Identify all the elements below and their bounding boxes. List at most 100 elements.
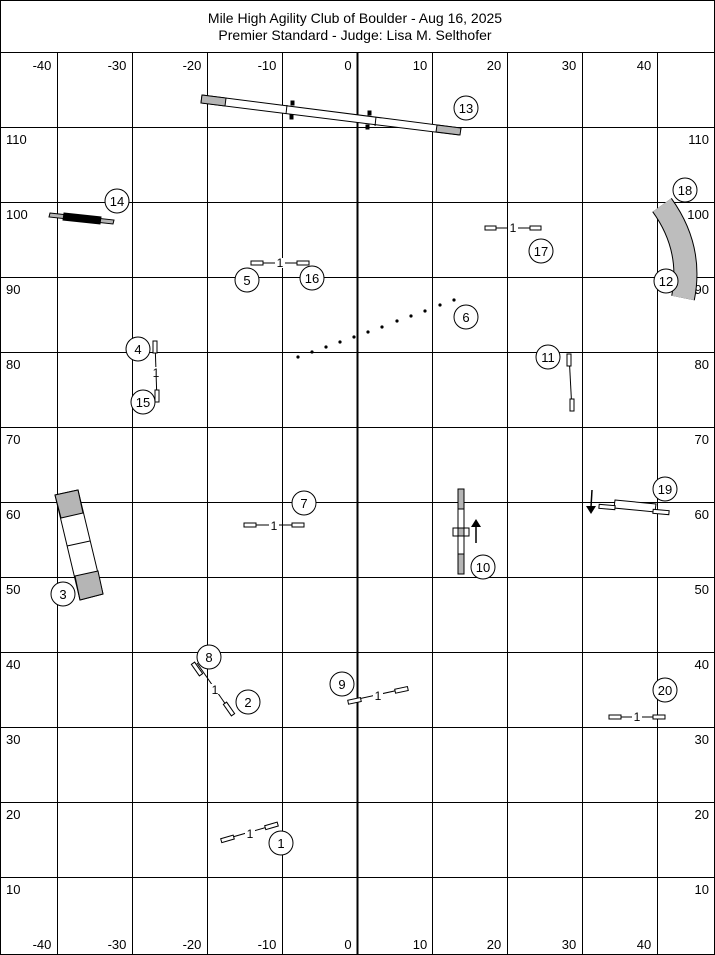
y-axis-left: 110 100 90 80 70 60 50 40 30 20 10	[6, 132, 28, 897]
arrow-up-icon	[471, 519, 481, 543]
svg-text:5: 5	[243, 273, 250, 288]
x-tick-label: -40	[33, 937, 52, 952]
x-tick-label: 30	[562, 58, 576, 73]
number-badge-6: 6	[453, 304, 479, 330]
number-badge-8: 8	[196, 644, 222, 670]
y-tick-label: 20	[695, 807, 709, 822]
y-tick-label: 60	[695, 507, 709, 522]
svg-text:11: 11	[541, 350, 555, 365]
jump-height-label: 1	[375, 689, 382, 703]
number-badge-7: 7	[291, 490, 317, 516]
y-tick-label: 80	[695, 357, 709, 372]
svg-text:7: 7	[300, 496, 307, 511]
svg-text:3: 3	[59, 587, 66, 602]
number-badge-11: 11	[535, 344, 561, 370]
x-tick-label: 40	[637, 937, 651, 952]
y-tick-label: 40	[695, 657, 709, 672]
y-tick-label: 100	[6, 207, 28, 222]
number-badge-12: 12	[653, 268, 679, 294]
x-tick-label: -30	[108, 937, 127, 952]
table[interactable]	[48, 212, 115, 225]
weave-poles[interactable]	[296, 298, 456, 359]
x-tick-label: -10	[258, 58, 277, 73]
y-tick-label: 20	[6, 807, 20, 822]
jump-height-label: 1	[212, 683, 219, 697]
y-tick-label: 70	[695, 432, 709, 447]
svg-text:1: 1	[277, 836, 284, 851]
number-badge-14: 14	[104, 188, 130, 214]
jump-20[interactable]	[608, 712, 666, 722]
y-tick-label: 100	[687, 207, 709, 222]
x-tick-label: 0	[344, 58, 351, 73]
number-badge-3: 3	[50, 581, 76, 607]
x-tick-label: -20	[183, 58, 202, 73]
jump-height-label: 1	[271, 519, 278, 533]
jump-7[interactable]	[243, 520, 305, 530]
svg-text:12: 12	[659, 274, 673, 289]
x-tick-label: 10	[413, 58, 427, 73]
y-tick-label: 40	[6, 657, 20, 672]
jump-1[interactable]	[220, 821, 279, 844]
jump-height-label: 1	[634, 710, 641, 724]
x-tick-label: 40	[637, 58, 651, 73]
y-tick-label: 80	[6, 357, 20, 372]
jump-4-15[interactable]	[151, 340, 161, 403]
jump-9[interactable]	[347, 685, 409, 705]
y-tick-label: 60	[6, 507, 20, 522]
jump-height-label: 1	[153, 366, 160, 380]
x-tick-label: -10	[258, 937, 277, 952]
svg-text:10: 10	[476, 560, 490, 575]
number-badge-9: 9	[329, 671, 355, 697]
number-badge-15: 15	[130, 389, 156, 415]
aframe[interactable]	[54, 489, 104, 601]
number-badge-4: 4	[125, 336, 151, 362]
svg-text:18: 18	[678, 183, 692, 198]
x-tick-label: -30	[108, 58, 127, 73]
y-tick-label: 90	[695, 282, 709, 297]
svg-text:17: 17	[534, 244, 548, 259]
number-badge-1: 1	[268, 830, 294, 856]
x-axis-top: -40 -30 -20 -10 0 10 20 30 40	[33, 58, 652, 73]
y-tick-label: 10	[6, 882, 20, 897]
number-badge-5: 5	[234, 267, 260, 293]
jump-height-label: 1	[510, 221, 517, 235]
y-tick-label: 110	[6, 132, 27, 147]
svg-text:20: 20	[658, 683, 672, 698]
jump-19[interactable]	[598, 499, 670, 516]
x-tick-label: 20	[487, 58, 501, 73]
arrow-down-icon	[586, 489, 596, 514]
svg-text:15: 15	[136, 395, 150, 410]
svg-text:13: 13	[459, 101, 473, 116]
x-axis-bottom: -40 -30 -20 -10 0 10 20 30 40	[33, 937, 652, 952]
y-axis-right: 110 100 90 80 70 60 50 40 30 20 10	[687, 132, 709, 897]
number-badge-18: 18	[672, 177, 698, 203]
dogwalk[interactable]	[200, 94, 462, 136]
y-tick-label: 70	[6, 432, 20, 447]
x-tick-label: 30	[562, 937, 576, 952]
svg-text:16: 16	[305, 271, 319, 286]
x-tick-label: 20	[487, 937, 501, 952]
y-tick-label: 30	[6, 732, 20, 747]
number-badge-13: 13	[453, 95, 479, 121]
jump-17[interactable]	[484, 223, 542, 233]
tunnel[interactable]	[652, 197, 698, 301]
teeter[interactable]	[452, 488, 470, 575]
jump-height-label: 1	[277, 256, 284, 270]
course-subtitle: Premier Standard - Judge: Lisa M. Seltho…	[218, 27, 491, 43]
svg-text:19: 19	[658, 482, 672, 497]
number-badge-19: 19	[652, 476, 678, 502]
x-tick-label: -20	[183, 937, 202, 952]
svg-text:9: 9	[338, 677, 345, 692]
svg-text:8: 8	[205, 650, 212, 665]
number-badge-17: 17	[528, 238, 554, 264]
number-badge-16: 16	[299, 265, 325, 291]
y-tick-label: 10	[695, 882, 709, 897]
svg-text:2: 2	[244, 695, 251, 710]
y-tick-label: 110	[688, 132, 709, 147]
x-tick-label: -40	[33, 58, 52, 73]
jump-2-8[interactable]	[190, 661, 236, 717]
jump-11[interactable]	[566, 353, 575, 412]
jump-5-16[interactable]	[250, 258, 310, 268]
y-tick-label: 30	[695, 732, 709, 747]
